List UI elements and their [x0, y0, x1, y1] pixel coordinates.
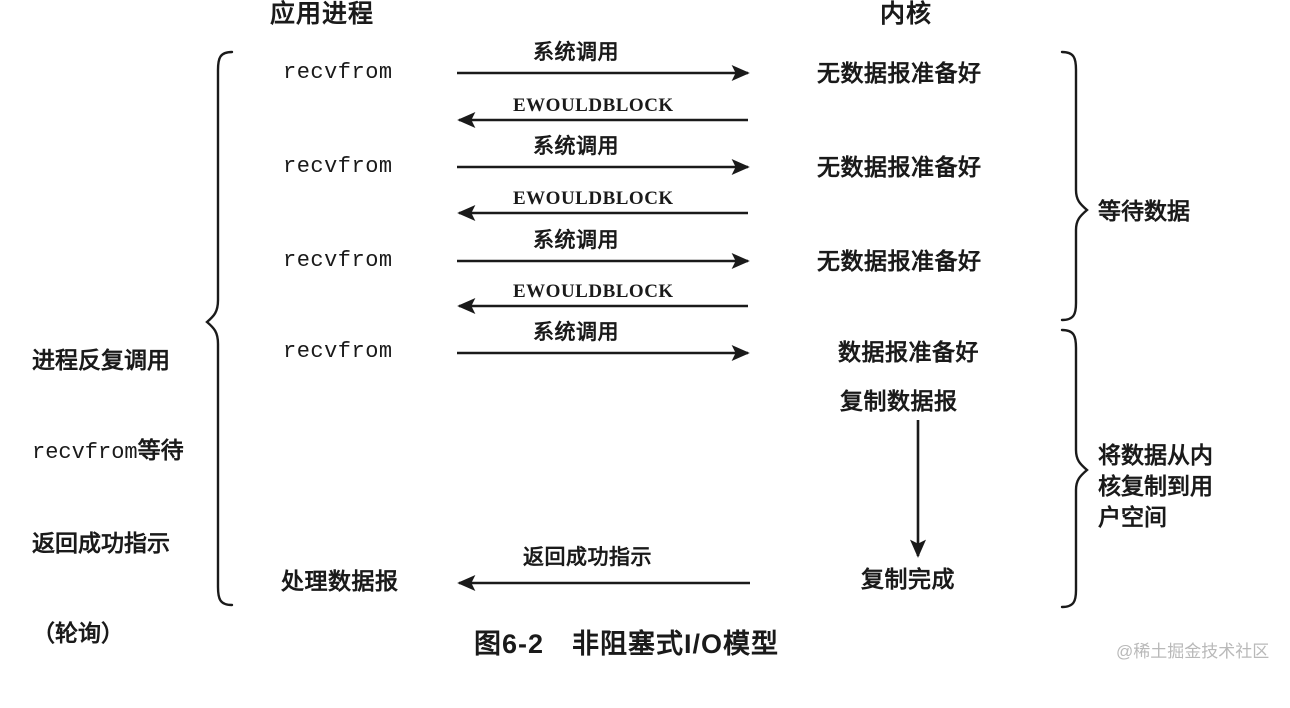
brace-label-wait-data: 等待数据	[1098, 198, 1190, 224]
arrow-label-ewouldblock-1: EWOULDBLOCK	[513, 95, 674, 116]
left-desc-line-2: recvfrom等待	[32, 435, 184, 468]
watermark: @稀土掘金技术社区	[1116, 642, 1270, 661]
app-label-recvfrom-4: recvfrom	[283, 339, 393, 364]
brace-right-wait-data	[1060, 50, 1089, 322]
arrow-label-ewouldblock-2: EWOULDBLOCK	[513, 188, 674, 209]
kernel-label-no-datagram-2: 无数据报准备好	[817, 154, 982, 180]
left-desc-line-4: （轮询）	[32, 620, 124, 646]
arrow-label-return-success: 返回成功指示	[523, 546, 652, 569]
app-label-process-datagram: 处理数据报	[281, 568, 399, 594]
column-heading-application: 应用进程	[270, 0, 375, 28]
kernel-label-copy-datagram: 复制数据报	[840, 388, 958, 414]
arrow-label-syscall-4: 系统调用	[533, 321, 619, 344]
left-desc-line-3: 返回成功指示	[32, 530, 170, 556]
app-label-recvfrom-1: recvfrom	[283, 60, 393, 85]
brace-right-copy-data	[1060, 328, 1089, 609]
left-desc-wait: 等待	[137, 437, 184, 463]
brace-left-process	[205, 50, 234, 607]
column-heading-kernel: 内核	[880, 0, 933, 28]
arrow-label-syscall-1: 系统调用	[533, 41, 619, 64]
figure-canvas: 应用进程 内核	[32, 0, 1270, 662]
brace-label-copy-to-userspace: 将数据从内 核复制到用 户空间	[1098, 442, 1213, 530]
kernel-label-no-datagram-1: 无数据报准备好	[817, 60, 982, 86]
app-label-recvfrom-2: recvfrom	[283, 154, 393, 179]
kernel-label-datagram-ready: 数据报准备好	[838, 339, 979, 365]
app-label-recvfrom-3: recvfrom	[283, 248, 393, 273]
left-desc-line-1: 进程反复调用	[32, 347, 170, 373]
kernel-label-copy-complete: 复制完成	[861, 566, 955, 592]
left-brace-description: 进程反复调用 recvfrom等待 返回成功指示 （轮询）	[32, 285, 184, 708]
diagram-vector-layer	[205, 50, 1089, 609]
left-desc-recvfrom: recvfrom	[32, 440, 138, 465]
arrow-label-ewouldblock-3: EWOULDBLOCK	[513, 281, 674, 302]
arrow-label-syscall-3: 系统调用	[533, 229, 619, 252]
figure-caption: 图6-2 非阻塞式I/O模型	[474, 629, 780, 659]
kernel-label-no-datagram-3: 无数据报准备好	[817, 248, 982, 274]
arrow-label-syscall-2: 系统调用	[533, 135, 619, 158]
